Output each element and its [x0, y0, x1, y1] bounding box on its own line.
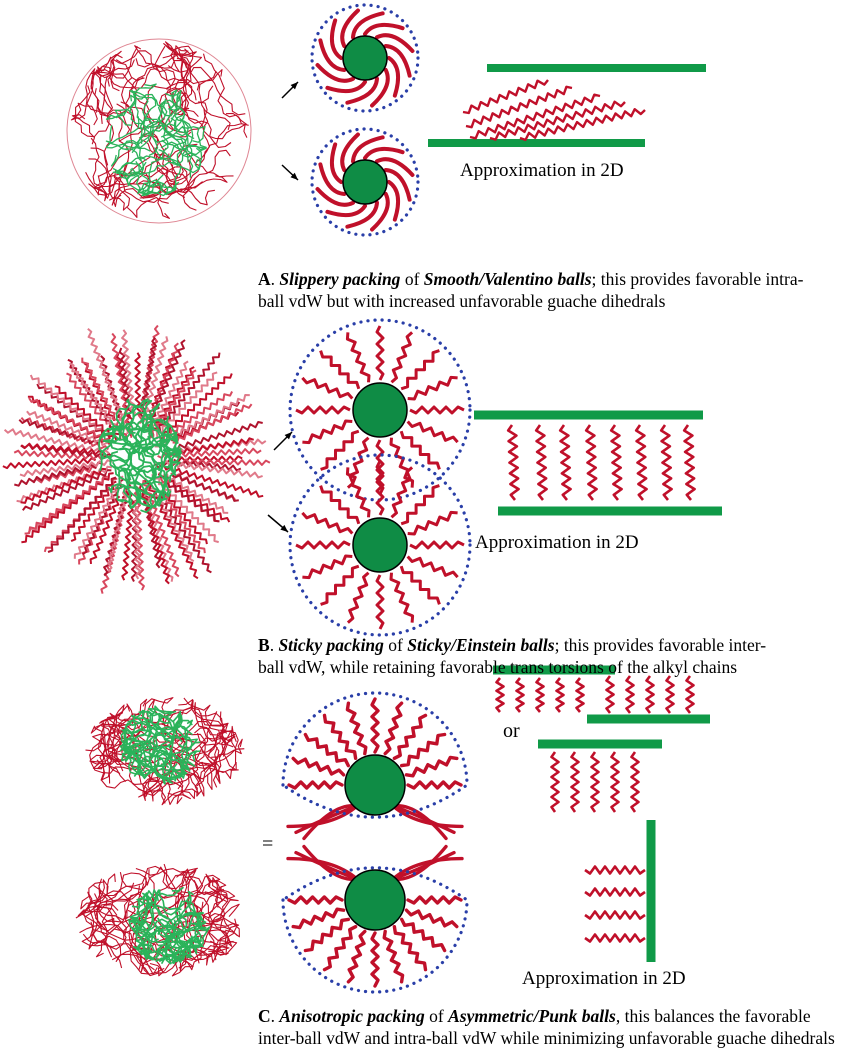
panel-c-or-label: or: [503, 720, 520, 743]
panel-c-rest: , this balances the favorable: [616, 1006, 811, 1026]
panel-a-ball-bottom: [312, 129, 418, 235]
panel-a-caption: A. Slippery packing of Smooth/Valentino …: [258, 268, 803, 312]
panel-c-ball-top: [283, 693, 467, 838]
panel-a-graphics: [67, 5, 706, 235]
panel-b-ball-bottom-core: [353, 518, 407, 572]
panel-b-mid: of: [384, 635, 407, 655]
panel-b-ball-bottom: [290, 455, 470, 635]
panel-a-ball-bottom-core: [343, 160, 387, 204]
panel-c-term1: Anisotropic packing: [279, 1006, 424, 1026]
panel-b-term2: Sticky/Einstein balls: [407, 635, 554, 655]
panel-b-molecule-chains: [3, 326, 270, 594]
panel-a-term2: Smooth/Valentino balls: [424, 269, 592, 289]
panel-a-arrow-up: [282, 82, 298, 98]
panel-a-ball-top: [312, 5, 418, 111]
panel-a-rest: ; this provides favorable intra-: [592, 269, 804, 289]
panel-b-line2: ball vdW, while retaining favorable tran…: [258, 656, 766, 678]
panel-a-line2: ball vdW but with increased unfavorable …: [258, 290, 803, 312]
panel-b-caption: B. Sticky packing of Sticky/Einstein bal…: [258, 634, 766, 678]
panel-b-term1: Sticky packing: [278, 635, 383, 655]
panel-b-arrow-down: [268, 515, 288, 532]
panel-a-term1: Slippery packing: [279, 269, 400, 289]
panel-a-mid: of: [400, 269, 423, 289]
panel-a-arrow-down: [282, 165, 298, 180]
panel-c-term2: Asymmetric/Punk balls: [448, 1006, 616, 1026]
panel-a-2d-chains: [463, 80, 645, 140]
panel-c-graphics: [76, 670, 710, 992]
panel-a-letter: A: [258, 269, 271, 289]
panel-c-approx-label: Approximation in 2D: [522, 968, 686, 990]
panel-b-graphics: [3, 320, 722, 635]
panel-a-approx-label: Approximation in 2D: [460, 160, 624, 182]
panel-c-equals-sign: =: [262, 833, 273, 856]
panel-c-molecule-bottom-chains: [76, 864, 240, 976]
panel-c-mid: of: [425, 1006, 448, 1026]
panel-b-ball-top-core: [353, 383, 407, 437]
panel-c-line2: inter-ball vdW and intra-ball vdW while …: [258, 1027, 835, 1049]
panel-b-approx-label: Approximation in 2D: [475, 532, 639, 554]
panel-b-ball-top: [290, 320, 470, 500]
panel-c-ball-bottom: [283, 847, 467, 992]
panel-c-ball-bottom-core: [345, 870, 405, 930]
panel-b-2d-chains: [508, 425, 694, 500]
panel-b-arrow-up: [274, 432, 292, 450]
panel-c-ball-top-core: [345, 755, 405, 815]
panel-a-ball-top-core: [343, 36, 387, 80]
panel-c-letter: C: [258, 1006, 271, 1026]
panel-b-letter: B: [258, 635, 270, 655]
panel-b-rest: ; this provides favorable inter-: [555, 635, 767, 655]
panel-c-caption: C. Anisotropic packing of Asymmetric/Pun…: [258, 1005, 835, 1049]
